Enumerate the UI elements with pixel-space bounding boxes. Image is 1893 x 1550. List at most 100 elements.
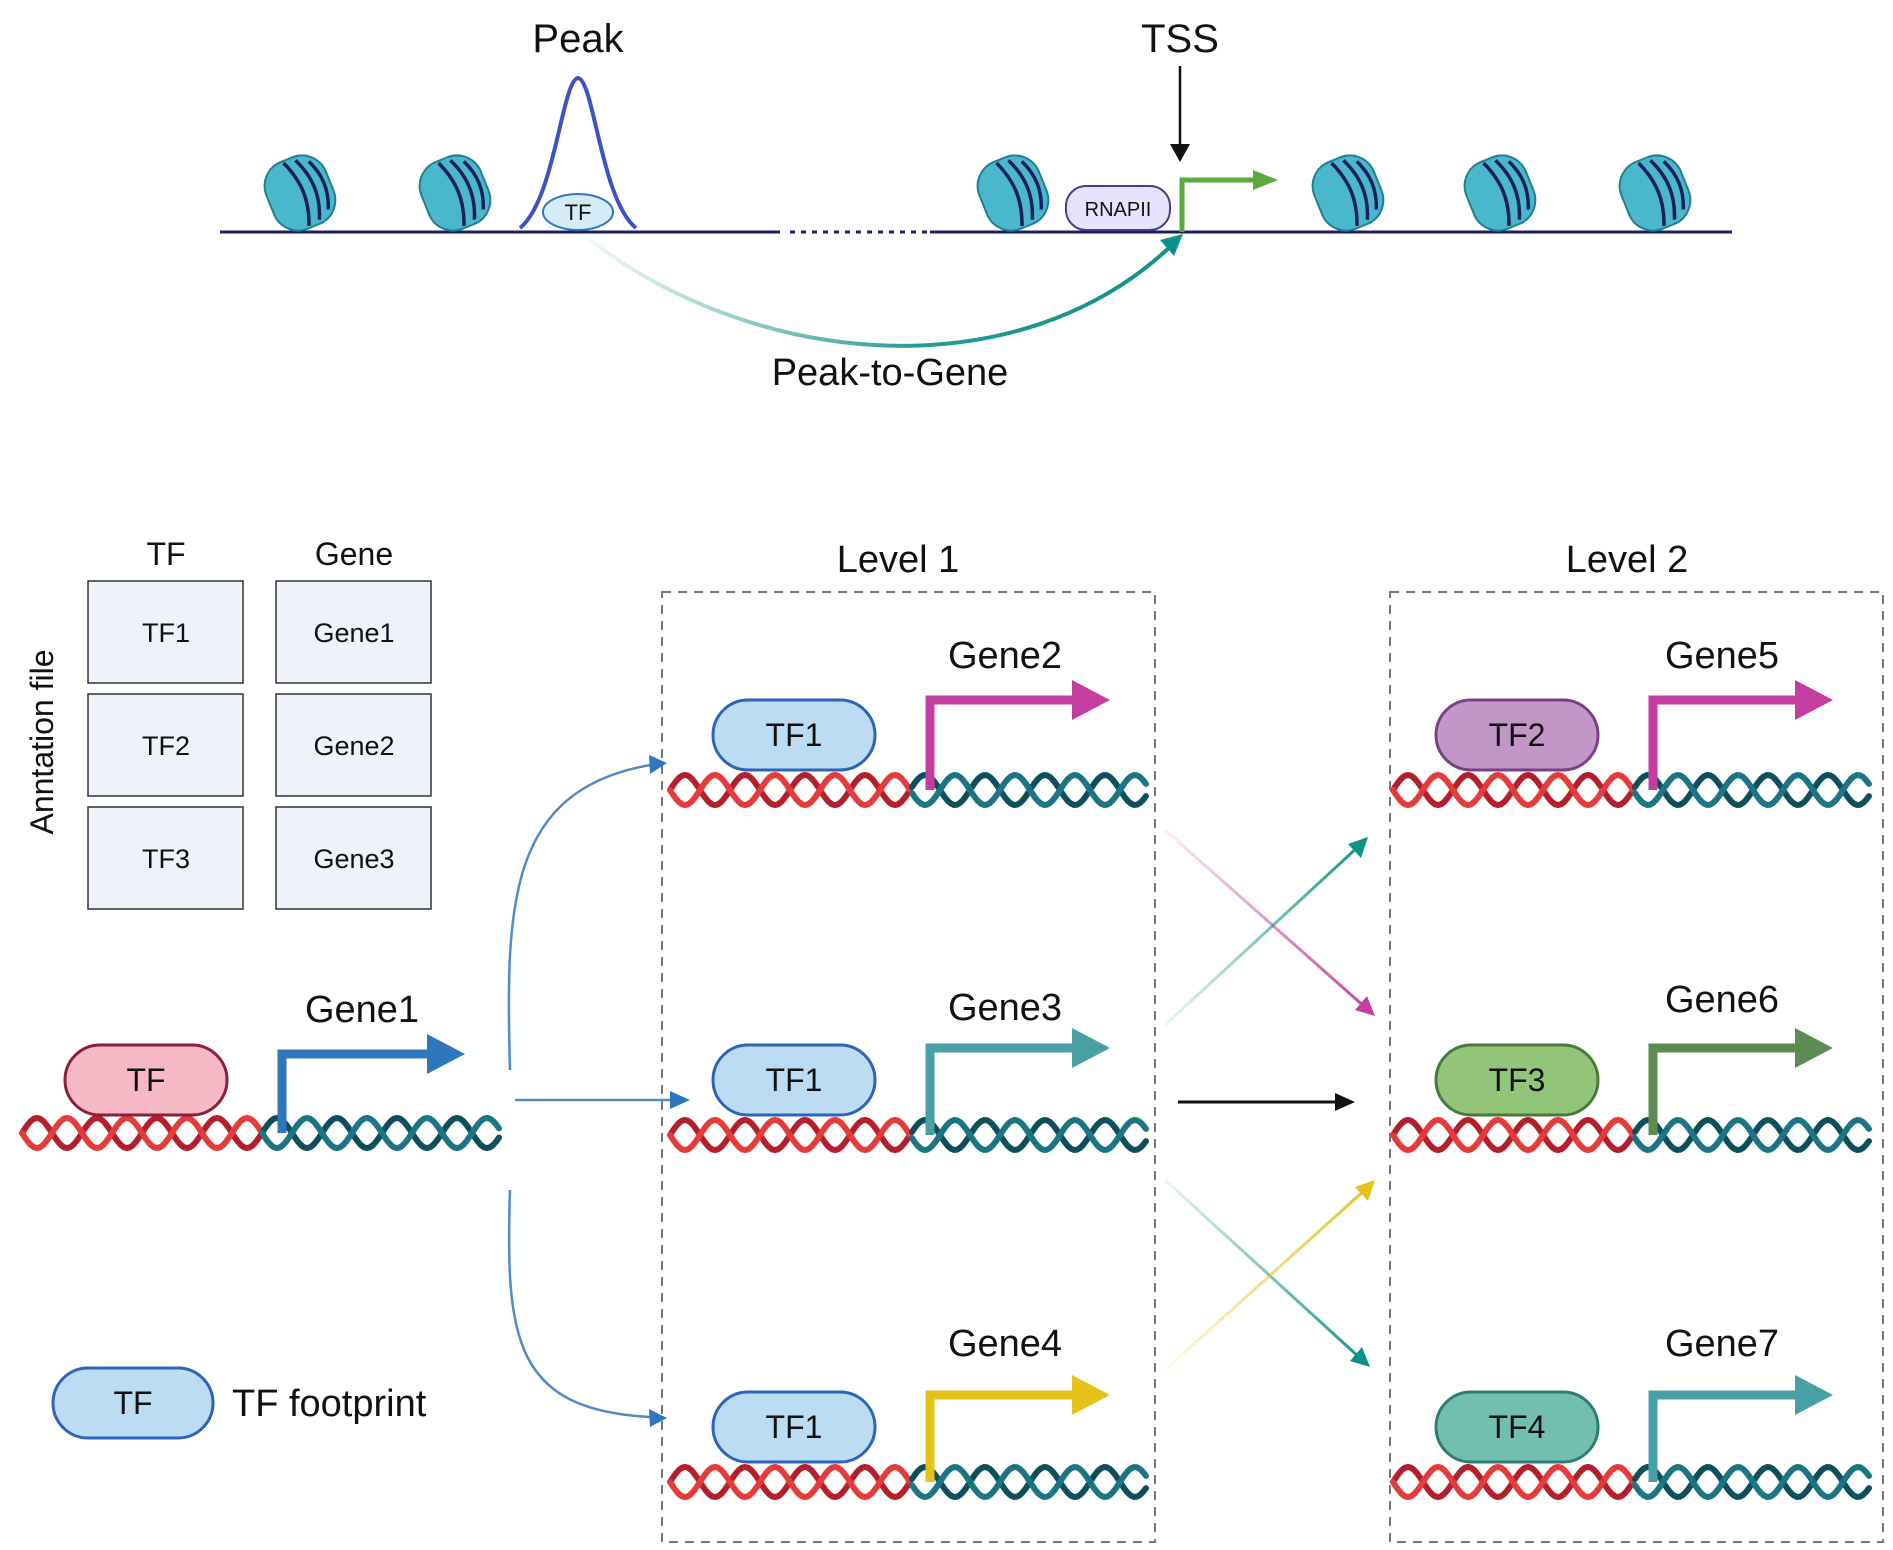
level2-title: Level 2 (1566, 539, 1689, 581)
gene-label: Gene2 (948, 635, 1062, 677)
tf-pill (711, 1043, 877, 1117)
nucleosome-1 (263, 154, 337, 232)
annotation-cell-tf: TF1 (142, 618, 190, 648)
level1-unit: Gene2 TF1 (667, 635, 1149, 809)
source-gene-unit: Gene1 TF (19, 989, 502, 1152)
tf-site-label: TF (565, 200, 592, 225)
peak-curve (518, 75, 638, 230)
annotation-cell-tf: TF3 (142, 844, 190, 874)
gene-arrowhead-icon (1072, 680, 1110, 720)
nucleosome-3 (976, 154, 1050, 232)
gene-arrowhead-icon (1072, 1028, 1110, 1068)
annotation-row: TF3 Gene3 (87, 806, 432, 910)
gene-label: Gene6 (1665, 979, 1779, 1021)
link-gene2-to-tf3 (1164, 828, 1367, 1010)
dna-strand-red-front (1390, 771, 1636, 809)
annotation-cell-gene: Gene1 (313, 618, 394, 648)
dna-strand-red-front (1390, 1116, 1636, 1154)
tf-pill (711, 698, 877, 772)
annotation-cell-tf: TF2 (142, 731, 190, 761)
tf-pill-label: TF2 (1489, 717, 1546, 753)
link-gene4-to-tf3 (1163, 1186, 1369, 1372)
fanout-arrow-up (507, 763, 651, 1071)
dna-strand-teal-front (259, 1114, 502, 1152)
dna-helix (667, 1463, 1149, 1501)
dna-helix (1390, 771, 1872, 809)
tf-pill-label: TF1 (766, 1062, 823, 1098)
nucleosome-4 (1311, 154, 1385, 232)
link-gene3-to-tf2 (1163, 843, 1362, 1027)
level1-unit: Gene3 TF1 (667, 987, 1149, 1154)
gene-label: Gene1 (305, 989, 419, 1031)
dna-helix (1390, 1463, 1872, 1501)
gene-arrowhead-icon (427, 1034, 465, 1074)
gene-label: Gene4 (948, 1323, 1062, 1365)
link-arrowhead-icon (1355, 1180, 1375, 1201)
dna-strand-teal-front (909, 1464, 1149, 1500)
dna-strand-red-front (667, 771, 913, 809)
gene-label: Gene7 (1665, 1323, 1779, 1365)
tf-pill (711, 1390, 877, 1464)
gene-arrow-icon (925, 1043, 1075, 1135)
annotation-cell-gene: Gene3 (313, 844, 394, 874)
cross-level-arrows (1163, 828, 1375, 1372)
gene-arrow-icon (925, 695, 1075, 790)
level2-box (1389, 591, 1884, 1543)
gene-arrowhead-icon (1072, 1375, 1110, 1415)
tss-label: TSS (1141, 17, 1219, 61)
fanout-arrowhead-icon (649, 1409, 667, 1427)
annotation-row: TF2 Gene2 (87, 693, 432, 797)
dna-helix (19, 1114, 502, 1152)
fanout-arrowhead-icon (649, 755, 667, 774)
tf-pill-label: TF4 (1489, 1409, 1546, 1445)
gene-arrow-icon (925, 1390, 1075, 1482)
annotation-header-tf: TF (146, 536, 185, 572)
link-gene3-to-tf4 (1163, 1178, 1362, 1360)
gene-label: Gene5 (1665, 635, 1779, 677)
tf-pill (1434, 1390, 1600, 1464)
level1-unit: Gene4 TF1 (667, 1323, 1149, 1501)
dna-strand-teal-front (1632, 1464, 1872, 1500)
level1-title: Level 1 (837, 539, 960, 581)
tf-pill-label: TF1 (766, 717, 823, 753)
dna-strand-teal-front (909, 1117, 1149, 1153)
legend-tf-label: TF (113, 1385, 152, 1421)
legend-tf-pill (51, 1366, 215, 1440)
dna-strand-teal-front (1632, 772, 1872, 808)
dna-strand-teal-front (909, 772, 1149, 808)
tf-site: TF (542, 193, 614, 231)
level1-box (661, 591, 1156, 1543)
legend-text: TF footprint (232, 1383, 427, 1425)
nucleosome-2 (418, 154, 492, 232)
tf-pill (1434, 698, 1600, 772)
annotation-row: TF1 Gene1 (87, 580, 432, 684)
gene-arrowhead-icon (1795, 1028, 1833, 1068)
nucleosome-6 (1618, 154, 1692, 232)
gene-arrow-icon (277, 1049, 430, 1133)
tf-pill-label: TF1 (766, 1409, 823, 1445)
peak-to-gene-label: Peak-to-Gene (772, 352, 1009, 394)
dna-helix (1390, 1116, 1872, 1154)
dna-strand-red-front (667, 1116, 913, 1154)
dna-strand-red-front (667, 1463, 913, 1501)
annotation-table: Anntation file TF Gene TF1 Gene1 TF2 Gen… (24, 536, 432, 910)
tss-marker: TSS (1141, 17, 1219, 162)
gene-arrow-icon (1648, 1390, 1798, 1482)
link-arrowhead-icon (1348, 837, 1368, 858)
level2-unit: Gene7 TF4 (1390, 1323, 1872, 1501)
tf-pill-label: TF (126, 1062, 165, 1098)
level2-unit: Gene5 TF2 (1390, 635, 1872, 809)
dna-helix (667, 1116, 1149, 1154)
peak-to-gene-link (588, 234, 1183, 348)
tf-pill-label: TF3 (1489, 1062, 1546, 1098)
nucleosome-5 (1463, 154, 1537, 232)
gene-label: Gene3 (948, 987, 1062, 1029)
legend: TF TF footprint (51, 1366, 427, 1440)
fanout-arrow-down (507, 1189, 651, 1419)
dna-strand-teal-front (1632, 1117, 1872, 1153)
rnapii-complex: RNAPII (1065, 185, 1171, 231)
dna-strand-red-front (1390, 1463, 1636, 1501)
annotation-side-label: Anntation file (24, 649, 60, 834)
